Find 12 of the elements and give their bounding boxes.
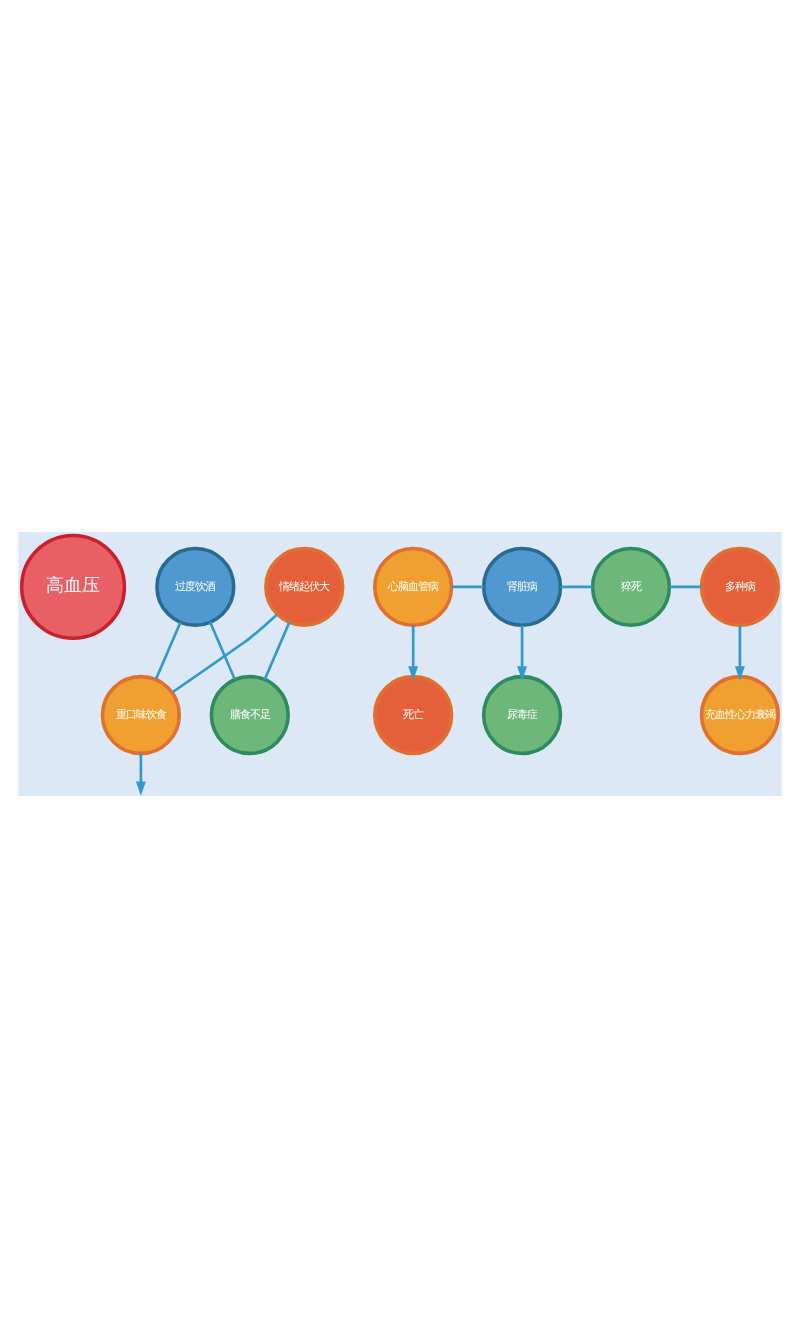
connector	[154, 621, 182, 680]
connector	[209, 621, 236, 680]
node-circle: 高血压	[19, 533, 127, 641]
connector	[171, 613, 279, 694]
arrow	[517, 625, 528, 681]
connector	[669, 585, 702, 589]
arrow	[135, 753, 146, 796]
connector	[263, 621, 291, 680]
connector	[560, 585, 593, 589]
arrow	[734, 625, 745, 681]
arrow	[408, 625, 419, 681]
connector	[451, 585, 484, 589]
